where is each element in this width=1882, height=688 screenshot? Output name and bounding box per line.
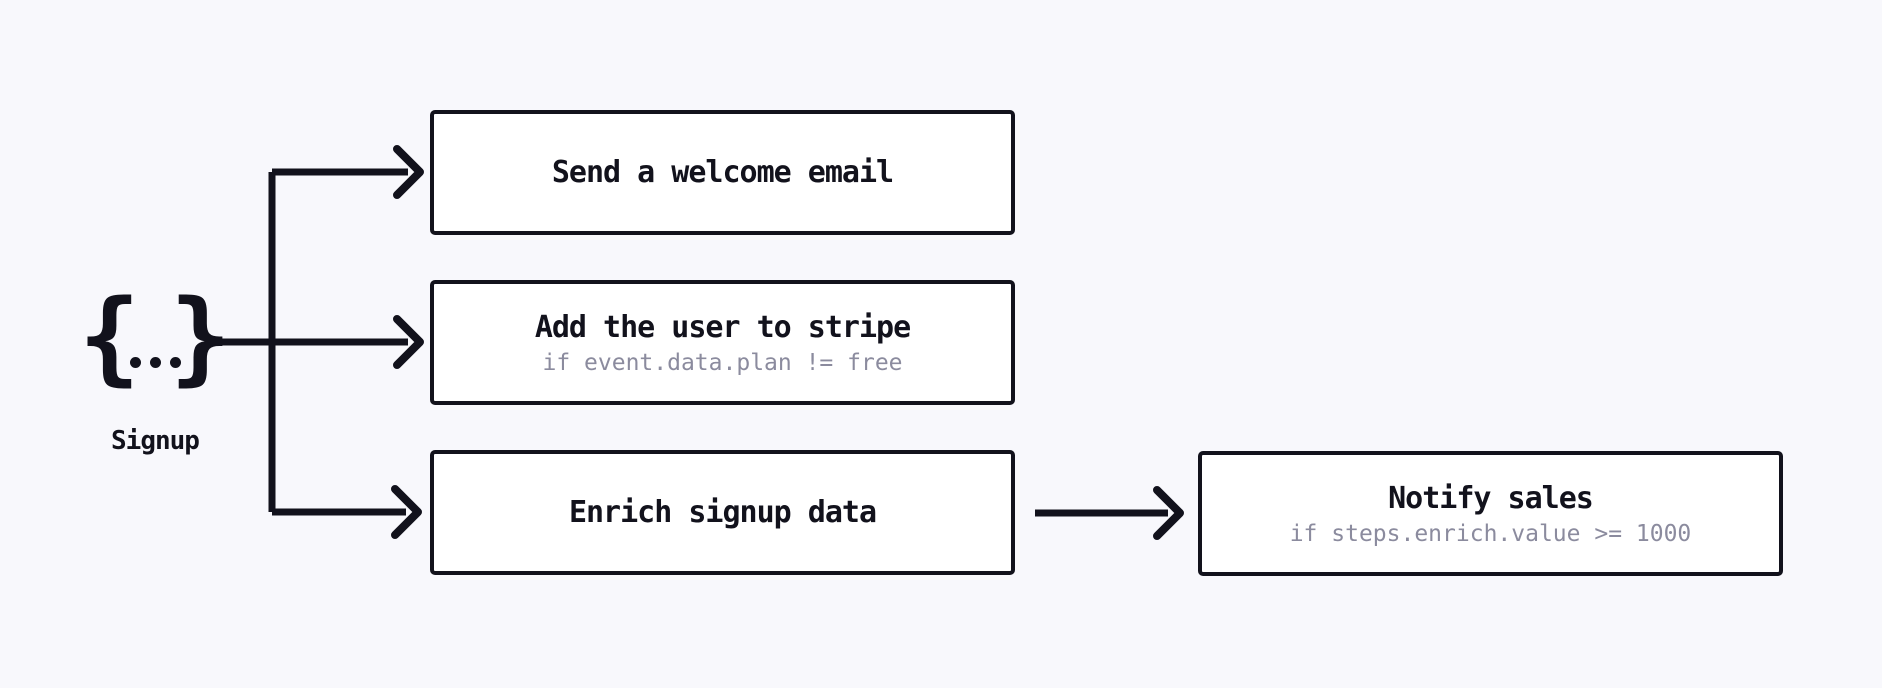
- step-condition: if event.data.plan != free: [542, 349, 903, 376]
- trigger-event: { } Signup: [79, 287, 231, 457]
- step-title: Add the user to stripe: [534, 309, 911, 345]
- step-card-notify-sales: Notify sales if steps.enrich.value >= 10…: [1198, 451, 1783, 576]
- step-title: Notify sales: [1388, 480, 1594, 516]
- step-condition: if steps.enrich.value >= 1000: [1289, 520, 1692, 547]
- step-title: Enrich signup data: [568, 495, 877, 530]
- arrowhead-top: [393, 145, 424, 199]
- step-title: Send a welcome email: [551, 155, 894, 190]
- arrowhead-bottom: [391, 485, 422, 539]
- step-card-enrich-signup-data: Enrich signup data: [430, 450, 1015, 575]
- close-brace: }: [169, 278, 232, 397]
- trigger-label: Signup: [111, 426, 200, 456]
- event-payload-icon: { }: [79, 287, 231, 389]
- step-card-welcome-email: Send a welcome email: [430, 110, 1015, 235]
- arrowhead-notify: [1153, 486, 1184, 540]
- ellipsis-dots: [129, 357, 181, 368]
- arrowhead-middle: [393, 315, 424, 369]
- open-brace: {: [78, 278, 141, 397]
- step-card-add-user-stripe: Add the user to stripe if event.data.pla…: [430, 280, 1015, 405]
